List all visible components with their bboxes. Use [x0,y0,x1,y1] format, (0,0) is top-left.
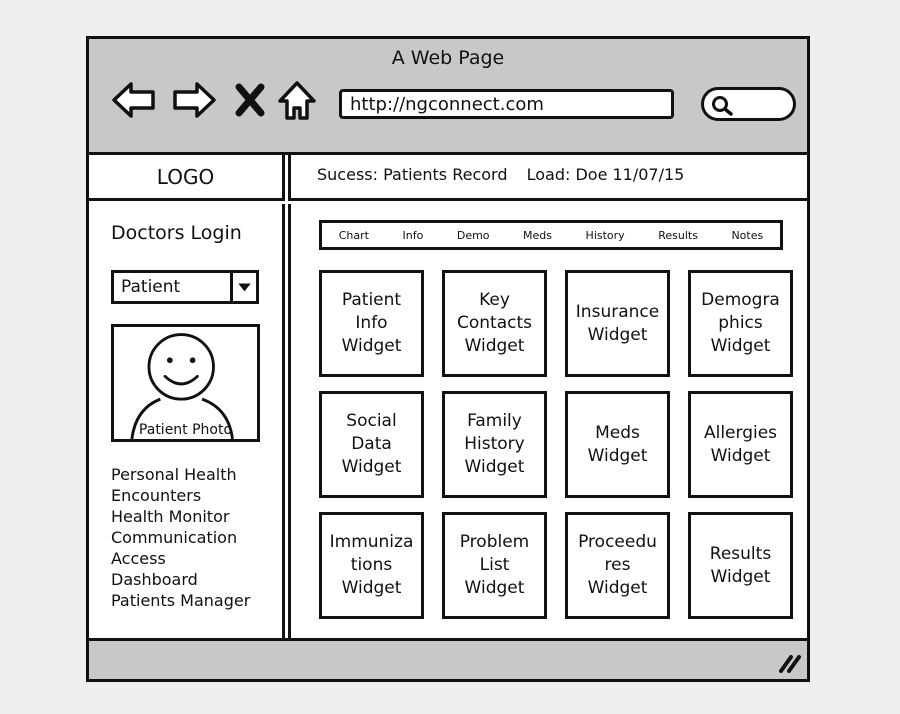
status-footer [89,638,807,679]
patient-select[interactable]: Patient [111,270,259,304]
close-x-icon[interactable] [233,77,267,123]
patient-photo: Patient Photo [111,324,260,442]
sidebar-link-patients-manager[interactable]: Patients Manager [111,591,251,610]
photo-label: Patient Photo [138,422,233,438]
sidebar-link-communication[interactable]: Communication [111,528,238,547]
url-input[interactable]: http://ngconnect.com [339,89,674,119]
load-message: Load: Doe 11/07/15 [526,165,685,184]
forward-arrow-icon[interactable] [171,77,217,123]
sidebar-links: Personal Health Encounters Health Monito… [111,464,250,611]
status-message: Sucess: Patients Record [317,165,508,184]
status-bar: Sucess: Patients Record Load: Doe 11/07/… [288,155,807,201]
immunizations-widget[interactable]: Immuniza tions Widget [319,512,424,619]
sidebar-link-health-monitor[interactable]: Health Monitor [111,507,230,526]
tab-results[interactable]: Results [658,228,698,242]
tab-strip: Chart Info Demo Meds History Results Not… [319,220,783,250]
sidebar-link-access[interactable]: Access [111,549,166,568]
sidebar-link-dashboard[interactable]: Dashboard [111,570,198,589]
widget-grid: Patient Info Widget Key Contacts Widget … [319,270,793,619]
search-input[interactable] [701,87,796,121]
sidebar: Doctors Login Patient Patient Photo Pers… [89,204,285,641]
social-data-widget[interactable]: Social Data Widget [319,391,424,498]
caret-down-icon[interactable] [230,273,256,301]
main-content: Chart Info Demo Meds History Results Not… [288,204,807,641]
tab-meds[interactable]: Meds [523,228,553,242]
logo[interactable]: LOGO [89,155,285,201]
tab-chart[interactable]: Chart [338,228,369,242]
search-icon [712,96,733,116]
window-title: A Web Page [391,47,505,69]
sidebar-link-personal-health[interactable]: Personal Health [111,465,237,484]
problem-list-widget[interactable]: Problem List Widget [442,512,547,619]
sidebar-link-encounters[interactable]: Encounters [111,486,202,505]
tab-info[interactable]: Info [402,228,424,242]
allergies-widget[interactable]: Allergies Widget [688,391,793,498]
browser-window: A Web Page http://ngconnect.com LOGO Suc… [86,36,810,682]
results-widget[interactable]: Results Widget [688,512,793,619]
insurance-widget[interactable]: Insurance Widget [565,270,670,377]
key-contacts-widget[interactable]: Key Contacts Widget [442,270,547,377]
family-history-widget[interactable]: Family History Widget [442,391,547,498]
sidebar-title: Doctors Login [111,222,242,244]
tab-demo[interactable]: Demo [456,228,490,242]
resize-grip-icon[interactable] [777,651,801,673]
browser-chrome: A Web Page http://ngconnect.com [89,39,807,155]
smiley-face-icon [130,333,234,439]
tab-history[interactable]: History [585,228,625,242]
procedures-widget[interactable]: Proceedu res Widget [565,512,670,619]
tab-notes[interactable]: Notes [731,228,764,242]
patient-select-value: Patient [121,277,181,297]
back-arrow-icon[interactable] [111,77,157,123]
patient-info-widget[interactable]: Patient Info Widget [319,270,424,377]
meds-widget[interactable]: Meds Widget [565,391,670,498]
home-icon[interactable] [277,77,317,123]
demographics-widget[interactable]: Demogra phics Widget [688,270,793,377]
